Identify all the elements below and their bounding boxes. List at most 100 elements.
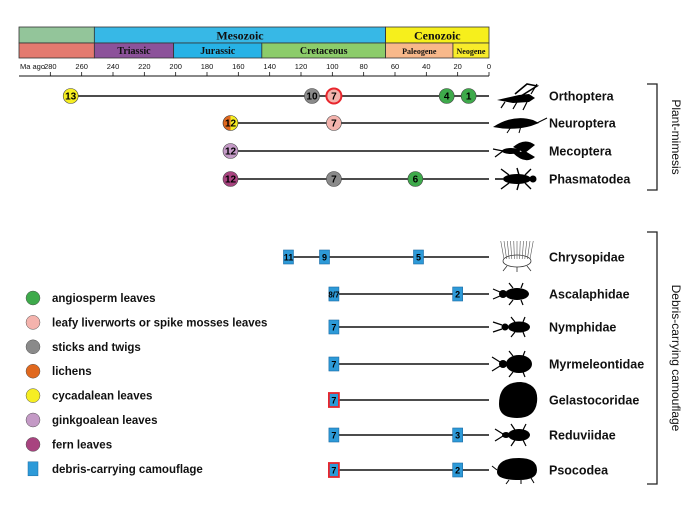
period-label: Neogene (457, 47, 486, 56)
marker-label: 7 (331, 119, 337, 130)
taxon-label: Chrysopidae (549, 251, 625, 265)
group-label: Debris-carrying camouflage (669, 285, 683, 432)
marker-label: 11 (284, 253, 294, 263)
sticks-marker (304, 88, 320, 104)
marker-label: 13 (65, 92, 77, 103)
stick-insect-icon (495, 167, 537, 191)
debris-marker (413, 249, 424, 265)
marker-label: 2 (455, 290, 460, 300)
marker-label: 7 (331, 323, 336, 333)
era-label: Cenozoic (414, 29, 461, 43)
legend-item: sticks and twigs (25, 339, 141, 355)
taxon-label: Psocodea (549, 464, 609, 478)
legend-label: leafy liverworts or spike mosses leaves (52, 317, 267, 329)
legend-label: ginkgoalean leaves (52, 415, 157, 427)
marker-label: 4 (444, 92, 450, 103)
taxon-label: Gelastocoridae (549, 394, 639, 408)
marker-label: 2 (455, 466, 460, 476)
taxon-label: Neuroptera (549, 117, 617, 131)
liverwort-marker (326, 115, 342, 131)
fern-marker (222, 171, 239, 187)
axis-tick-label: 100 (326, 62, 339, 71)
marker-label: 12 (225, 175, 237, 186)
legend-swatch (25, 388, 41, 403)
marker-label: 5 (416, 253, 421, 263)
toad-bug-icon (499, 382, 538, 418)
barklouse-icon (491, 458, 537, 485)
debris-marker (327, 392, 340, 408)
legend-item: angiosperm leaves (25, 290, 156, 306)
axis-tick-label: 40 (422, 62, 430, 71)
taxon-label: Nymphidae (549, 321, 616, 335)
liverwort-marker (325, 87, 343, 105)
angiosperm-marker (407, 171, 424, 187)
legend-swatch (25, 339, 41, 355)
marker-label: 9 (322, 253, 327, 263)
legend-swatch (25, 290, 41, 306)
taxon-label: Reduviidae (549, 429, 616, 443)
taxon-label: Orthoptera (549, 90, 615, 104)
taxon-row-nymphidae: 7 (328, 319, 489, 335)
marker-label: 1 (466, 92, 472, 103)
taxon-label: Myrmeleontidae (549, 358, 644, 372)
period-label: Jurassic (200, 46, 236, 57)
legend-swatch (25, 412, 41, 428)
debris-marker (328, 427, 340, 443)
legend-swatch (25, 437, 41, 452)
legend-label: debris-carrying camouflage (52, 464, 203, 476)
debris-marker (328, 356, 340, 372)
legend-label: fern leaves (52, 439, 112, 451)
axis-tick-label: 200 (169, 62, 182, 71)
taxon-labels: OrthopteraNeuropteraMecopteraPhasmatodea… (549, 90, 644, 478)
axis-tick-label: 180 (201, 62, 214, 71)
axis-tick-label: 20 (453, 62, 461, 71)
taxon-row-myrmeleontidae: 7 (328, 356, 489, 372)
debris-marker (283, 249, 294, 265)
marker-label: 7 (331, 92, 337, 103)
legend-label: sticks and twigs (52, 342, 141, 354)
axis-tick-label: 260 (75, 62, 88, 71)
taxon-label: Phasmatodea (549, 173, 631, 187)
marker-label: 7 (331, 466, 336, 476)
period-box (452, 42, 490, 59)
angiosperm-marker (460, 88, 477, 104)
legend-item: lichens (25, 363, 92, 379)
axis-tick-label: 60 (391, 62, 399, 71)
legend-item: fern leaves (25, 437, 112, 452)
period-label: Triassic (117, 46, 151, 57)
axis-tick-label: 140 (263, 62, 276, 71)
marker-label: 12 (225, 147, 237, 158)
taxon-label: Mecoptera (549, 145, 613, 159)
legend: angiosperm leaves leafy liverworts or spi… (25, 290, 267, 477)
marker-label: 8/7 (328, 291, 340, 300)
legend-swatch (25, 315, 41, 330)
period-label: Cretaceous (300, 46, 348, 57)
period-label: Paleogene (402, 47, 437, 56)
taxon-label: Ascalaphidae (549, 288, 630, 302)
marker-label: 7 (331, 396, 336, 406)
lichen-half (223, 115, 231, 131)
axis-label: Ma ago (20, 62, 45, 71)
debris-marker (452, 462, 463, 478)
debris-marker (328, 319, 340, 335)
legend-swatch (27, 461, 39, 477)
taxon-row-chrysopidae: 11 9 5 (283, 249, 489, 265)
ginkgo-marker (222, 143, 239, 159)
marker-label: 3 (455, 431, 460, 441)
marker-outline (222, 115, 239, 131)
debris-marker (319, 249, 330, 265)
legend-swatch (25, 363, 41, 379)
cycadalean-half (230, 115, 239, 131)
axis-tick-label: 240 (107, 62, 120, 71)
taxon-silhouettes (491, 83, 548, 485)
debris-marker (452, 427, 463, 443)
grasshopper-icon (497, 83, 540, 111)
